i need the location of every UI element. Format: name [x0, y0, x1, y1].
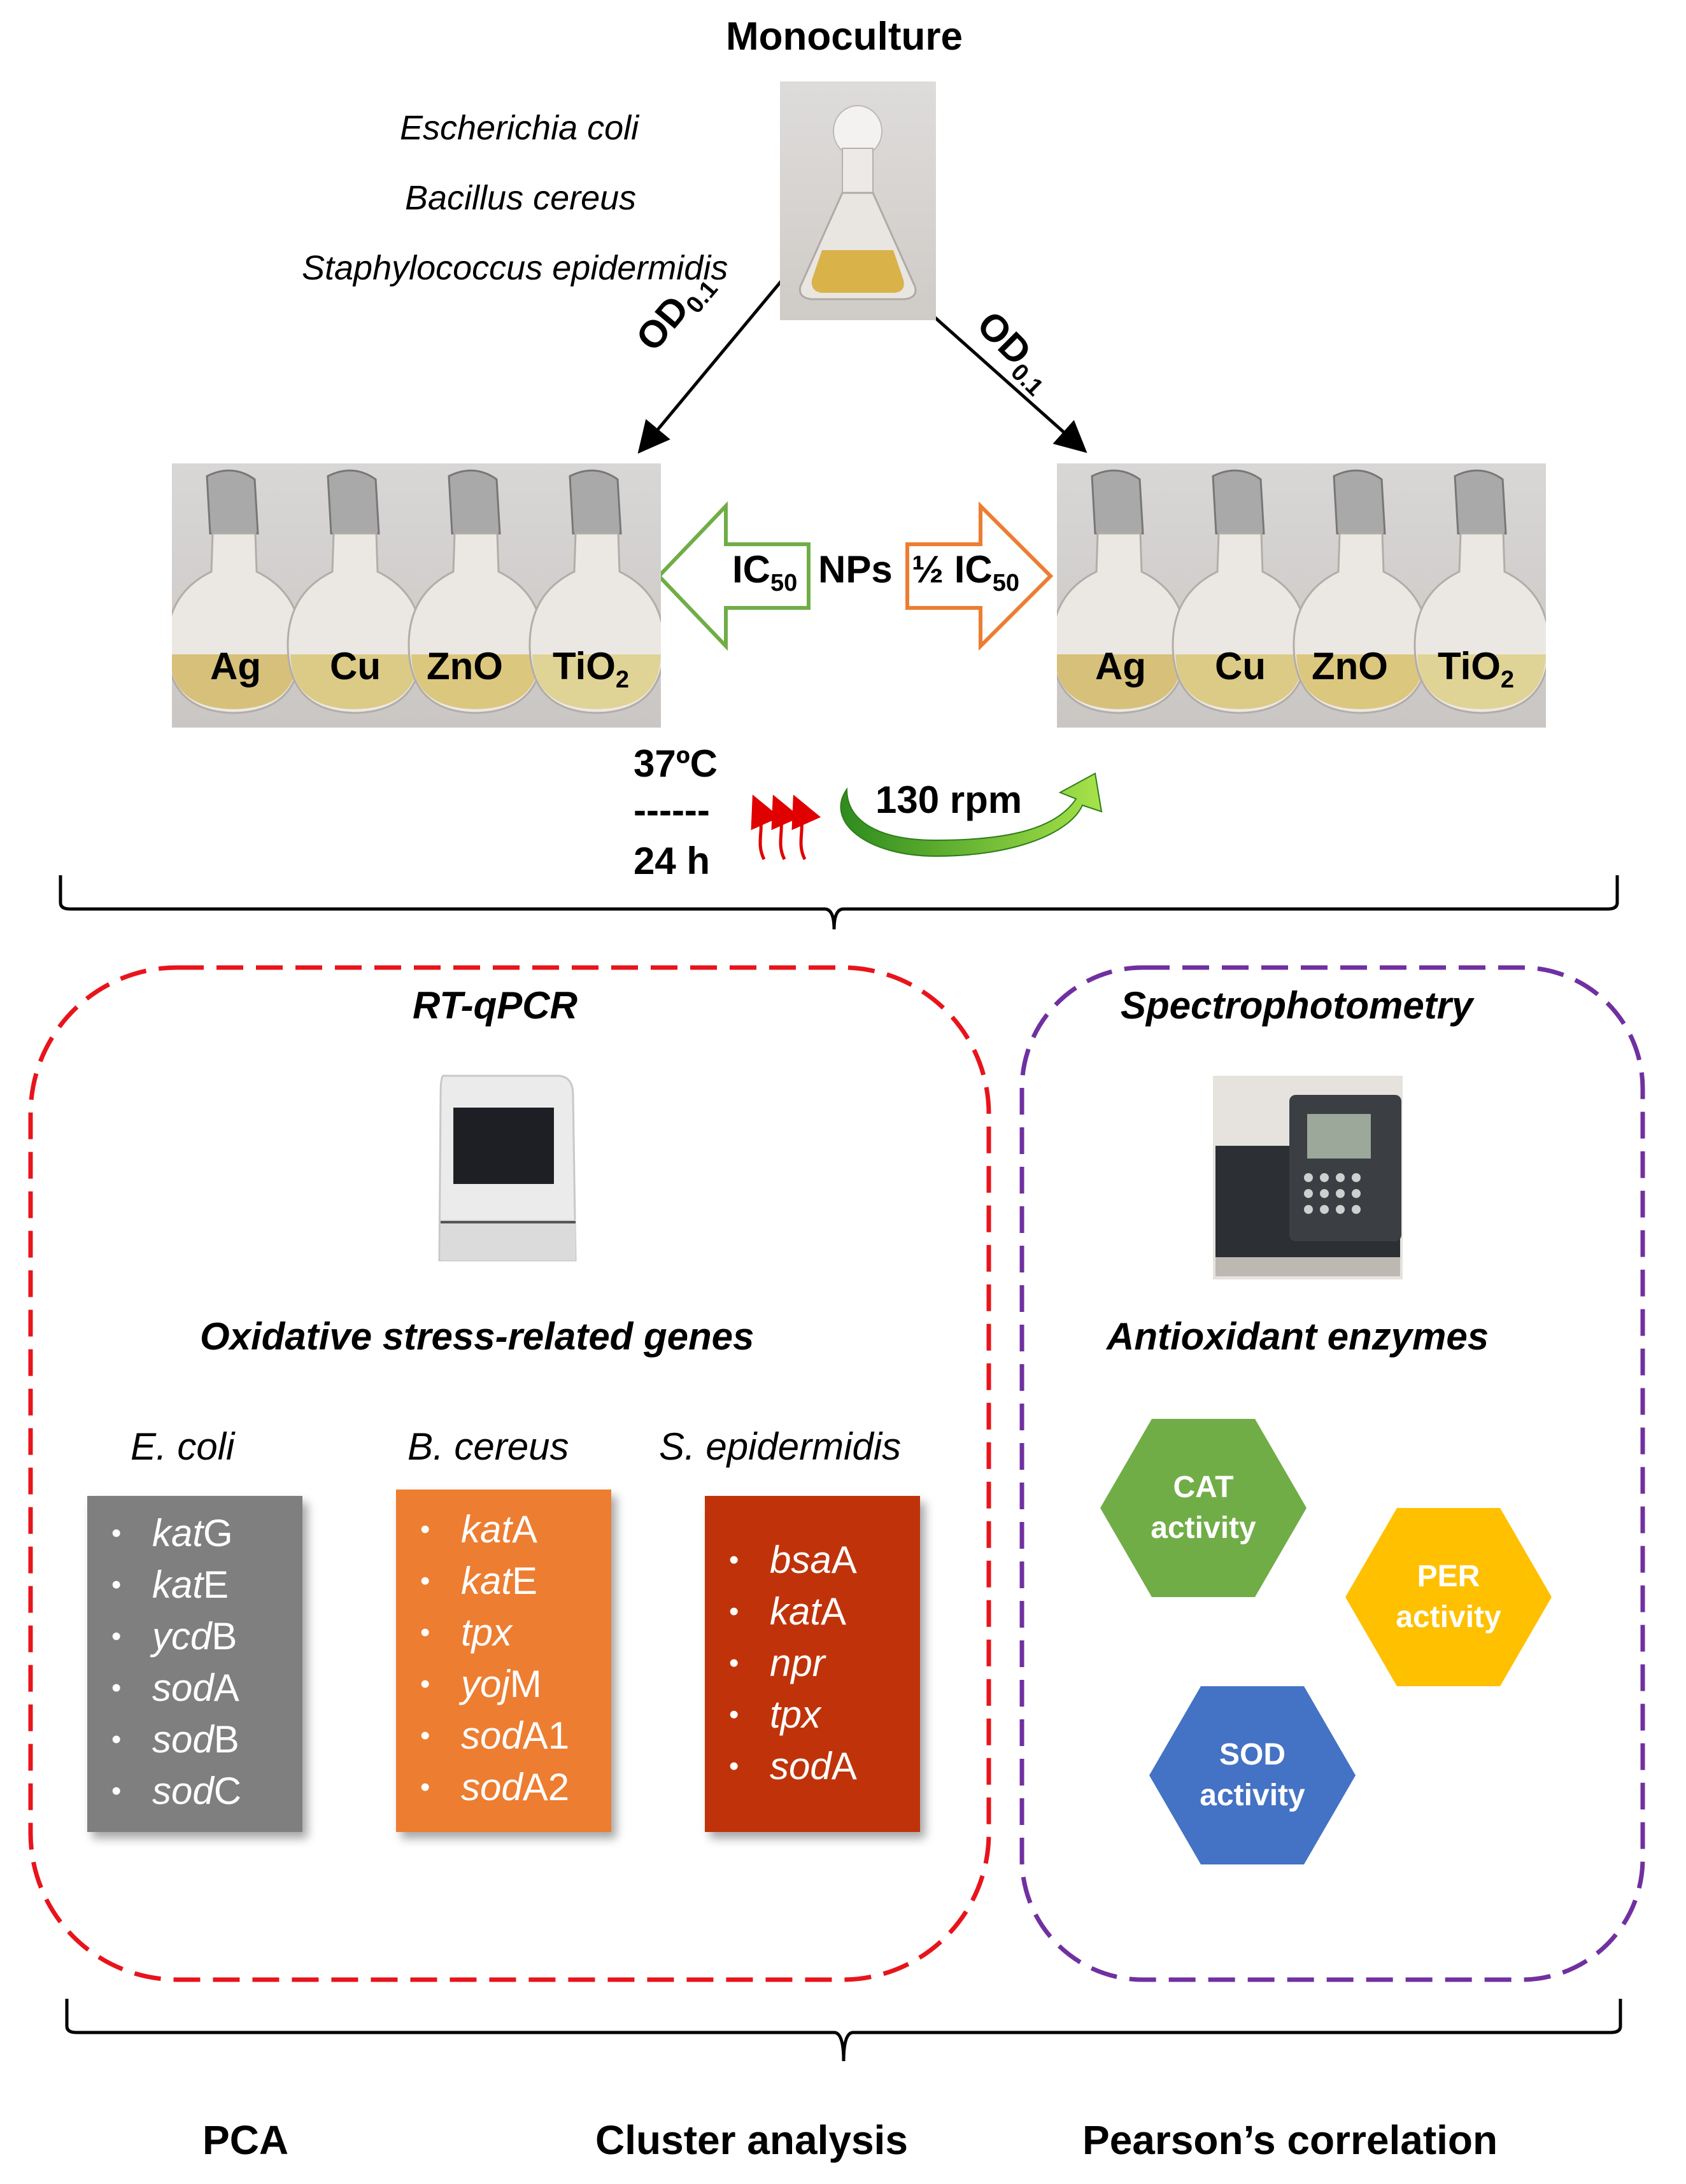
np-label-zno: ZnO: [427, 645, 503, 687]
gene-item: sodA: [705, 1740, 920, 1792]
per-activity-label: PER activity: [1396, 1560, 1501, 1634]
gene-item: bsaA: [705, 1534, 920, 1586]
top-brace: [59, 875, 1619, 930]
gene-item: ycdB: [87, 1610, 302, 1662]
rtqpcr-panel: [28, 965, 991, 1982]
gene-list-s-epidermidis: bsaA katA npr tpx sodA: [705, 1534, 920, 1792]
np-label-tio2: TiO2: [553, 645, 630, 693]
bottom-brace: [65, 1999, 1622, 2062]
gene-list-b-cereus: katA katE tpx yojM sodA1 sodA2: [396, 1504, 611, 1813]
ic50-arrow: [656, 501, 811, 651]
cat-hexagon: [1100, 1419, 1307, 1597]
gene-item: katE: [87, 1559, 302, 1610]
spectrophotometer-image: [1213, 1076, 1403, 1279]
separator-label: ------: [634, 789, 710, 831]
np-label-cu: Cu: [330, 645, 381, 687]
analysis-pca: PCA: [202, 2117, 289, 2163]
np-label-tio2-right: TiO2: [1438, 645, 1515, 693]
gene-item: tpx: [396, 1607, 611, 1658]
spectro-panel: [1019, 965, 1645, 1982]
species-e-coli: Escherichia coli: [400, 109, 639, 147]
gene-item: katG: [87, 1507, 302, 1559]
organism-s-epidermidis: S. epidermidis: [659, 1425, 902, 1468]
organism-b-cereus: B. cereus: [407, 1425, 569, 1468]
ic50-label: IC50: [732, 548, 798, 596]
species-s-epidermidis: Staphylococcus epidermidis: [302, 249, 728, 287]
shaking-label: 130 rpm: [875, 778, 1023, 821]
nps-label: NPs: [818, 548, 893, 591]
spectro-subtitle: Antioxidant enzymes: [1107, 1315, 1489, 1358]
gene-list-e-coli: katG katE ycdB sodA sodB sodC: [87, 1507, 302, 1817]
gene-box-b-cereus: katA katE tpx yojM sodA1 sodA2: [396, 1490, 611, 1832]
species-b-cereus: Bacillus cereus: [405, 179, 637, 217]
temperature-label: 37ºC: [634, 742, 718, 785]
half-ic50-arrow: [905, 501, 1054, 651]
gene-item: yojM: [396, 1658, 611, 1710]
gene-item: npr: [705, 1637, 920, 1689]
gene-item: katE: [396, 1555, 611, 1607]
qpcr-instrument-image: [432, 1069, 582, 1274]
per-hexagon: [1345, 1508, 1552, 1686]
analysis-pearson: Pearson’s correlation: [1082, 2117, 1498, 2163]
gene-item: tpx: [705, 1689, 920, 1740]
rtqpcr-subtitle: Oxidative stress-related genes: [200, 1315, 754, 1358]
sod-activity-label: SOD activity: [1200, 1738, 1305, 1812]
half-ic50-label: ½ IC50: [912, 548, 1019, 596]
gene-item: katA: [396, 1504, 611, 1555]
spectro-title: Spectrophotometry: [1121, 984, 1473, 1027]
rtqpcr-title: RT-qPCR: [413, 984, 577, 1027]
gene-item: sodC: [87, 1765, 302, 1817]
half-ic50-flasks-image: [1057, 463, 1546, 728]
np-label-ag-right: Ag: [1095, 645, 1146, 687]
gene-box-e-coli: katG katE ycdB sodA sodB sodC: [87, 1496, 302, 1832]
heat-icon: [751, 794, 781, 861]
gene-item: sodA1: [396, 1710, 611, 1761]
rotation-arrow-icon: [840, 772, 1103, 857]
organism-e-coli: E. coli: [131, 1425, 235, 1468]
sod-hexagon: [1149, 1686, 1356, 1864]
arrow-to-ic50: [637, 266, 794, 454]
monoculture-flask-image: [780, 81, 936, 320]
analysis-cluster: Cluster analysis: [595, 2117, 908, 2163]
gene-box-s-epidermidis: bsaA katA npr tpx sodA: [705, 1496, 920, 1832]
gene-item: sodA: [87, 1662, 302, 1714]
cat-activity-label: CAT activity: [1151, 1470, 1256, 1545]
np-label-cu-right: Cu: [1215, 645, 1266, 687]
gene-item: sodA2: [396, 1761, 611, 1813]
monoculture-title: Monoculture: [726, 15, 963, 59]
gene-item: katA: [705, 1586, 920, 1637]
gene-item: sodB: [87, 1714, 302, 1765]
time-label: 24 h: [634, 840, 711, 882]
ic50-flasks-image: [172, 463, 661, 728]
np-label-zno-right: ZnO: [1312, 645, 1388, 687]
np-label-ag: Ag: [210, 645, 261, 687]
